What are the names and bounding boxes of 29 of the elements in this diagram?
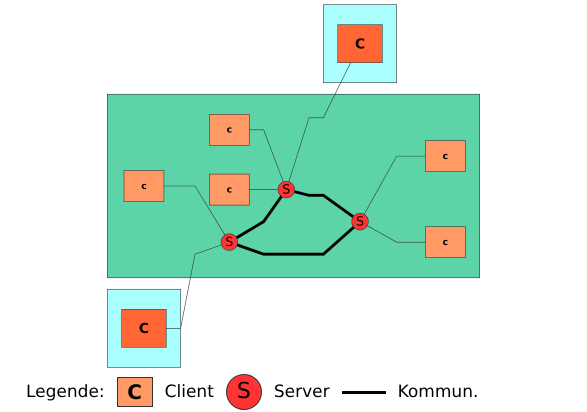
connector: [364, 156, 426, 215]
connector: [248, 189, 278, 190]
server-legend-swatch: S: [226, 374, 262, 410]
node-box: c: [425, 226, 466, 258]
connector: [248, 130, 284, 182]
node-circle: S: [351, 213, 369, 230]
node-circle: S: [220, 234, 238, 251]
node-box: C: [337, 24, 383, 63]
connector: [236, 226, 355, 256]
connector: [166, 244, 222, 329]
client-legend-swatch: C: [116, 377, 153, 407]
node-circle: S: [278, 180, 295, 198]
connector: [236, 196, 283, 240]
legend-text: Server: [274, 382, 330, 402]
connector: [164, 186, 226, 236]
legend-title: Legende:: [26, 382, 105, 402]
node-box: c: [209, 114, 250, 146]
connector: [367, 225, 426, 242]
legend-text: Kommun.: [398, 382, 478, 402]
cluster: [323, 4, 397, 84]
connector: [288, 62, 351, 182]
node-box: C: [121, 309, 167, 348]
node-box: c: [425, 140, 466, 172]
legend-text: Client: [164, 382, 214, 402]
connector: [294, 190, 354, 218]
node-box: c: [209, 174, 250, 206]
cluster: [107, 94, 480, 278]
cluster: [107, 288, 181, 368]
node-box: c: [124, 170, 164, 202]
